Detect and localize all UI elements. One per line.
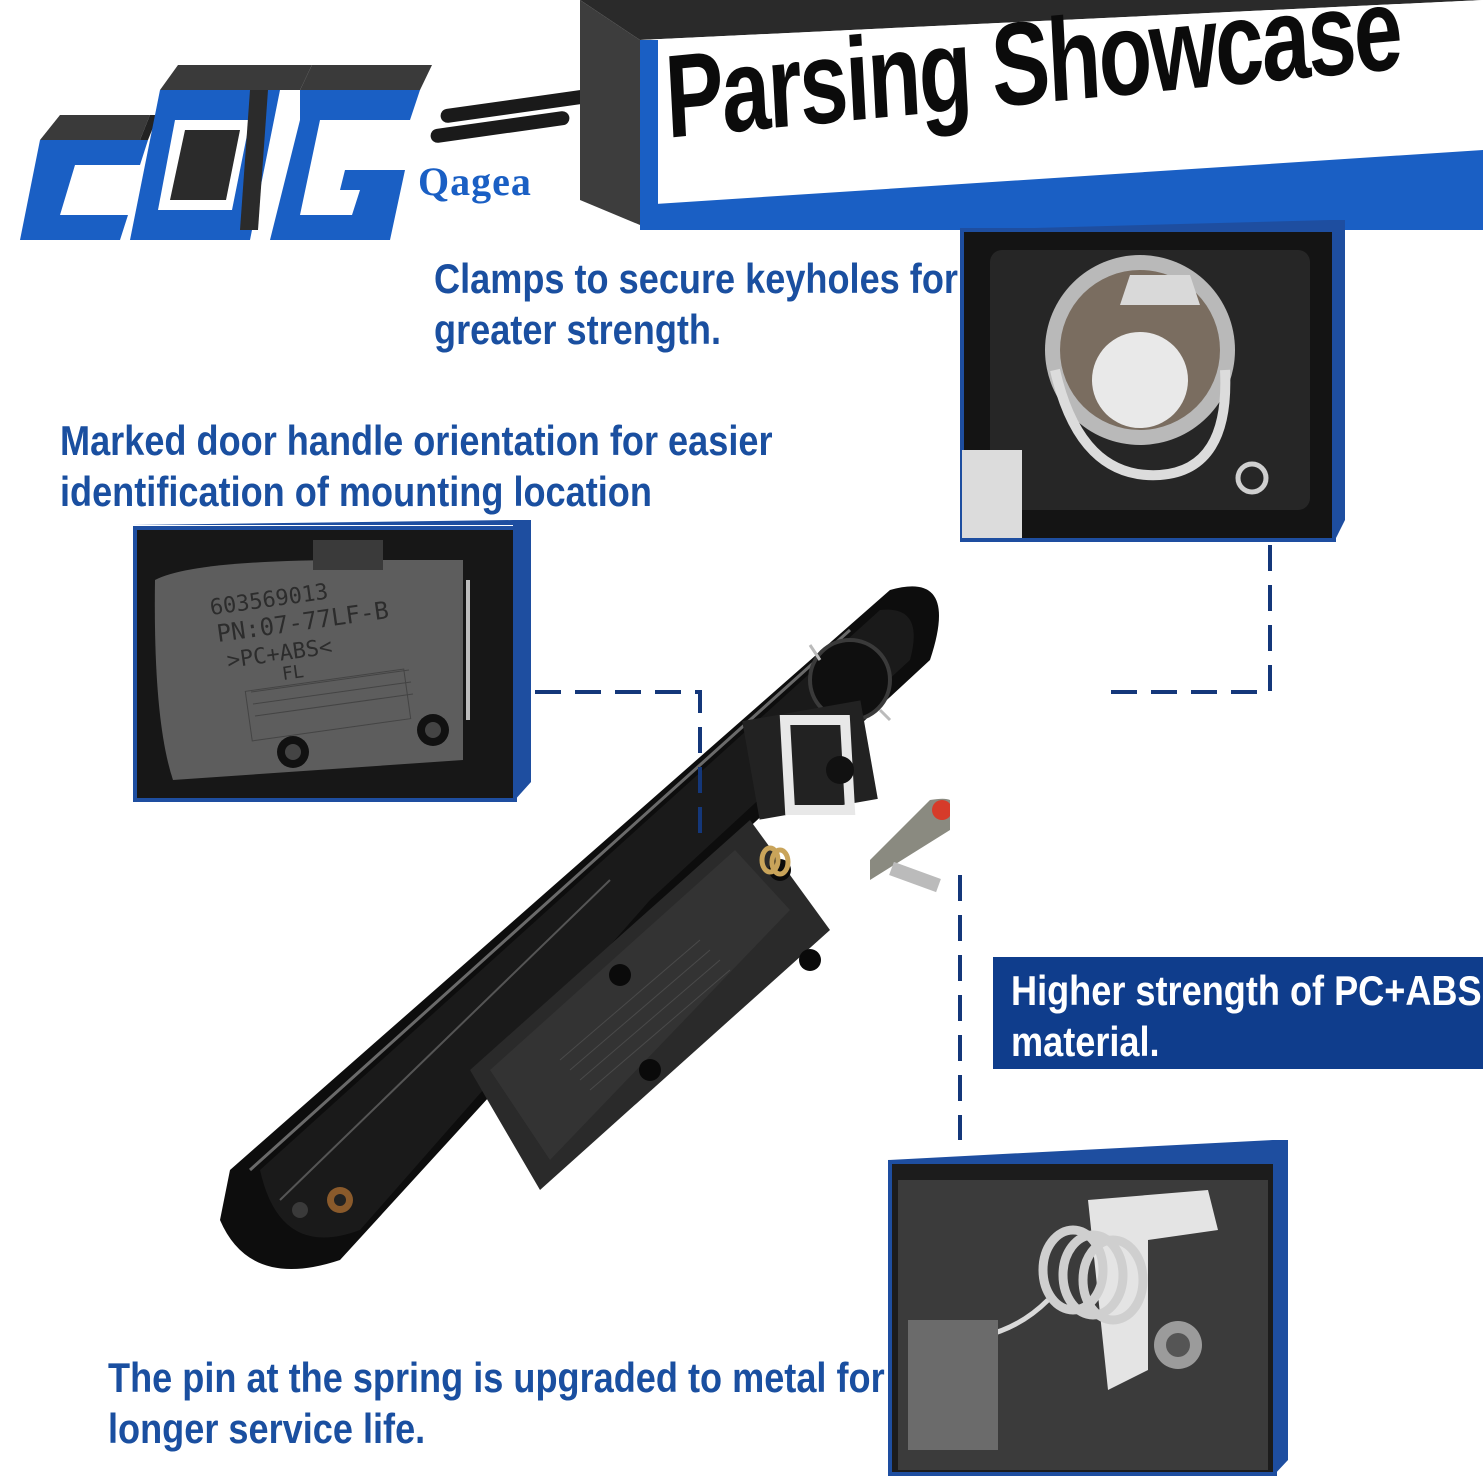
caption-line: longer service life. [108, 1405, 426, 1453]
caption-line: Higher strength of PC+ABS [1011, 967, 1482, 1014]
caption-line: greater strength. [434, 306, 722, 354]
caption-line: Marked door handle orientation for easie… [60, 417, 773, 464]
spring-pin-panel [888, 1140, 1288, 1476]
caption-line: material. [1011, 1018, 1160, 1066]
title-banner [580, 0, 1483, 230]
material-caption: Higher strength of PC+ABS material. [1011, 965, 1482, 1067]
logo-subtitle: Qagea [418, 159, 532, 204]
material-callout-box [993, 957, 1483, 1069]
keyhole-clamp-panel [960, 220, 1350, 542]
spring-pin-photo-icon [888, 1140, 1288, 1476]
marking-line-4: FL [281, 661, 306, 685]
caption-line: The pin at the spring is upgraded to met… [108, 1354, 885, 1401]
keyhole-clamp-photo-icon [960, 220, 1345, 542]
orientation-caption: Marked door handle orientation for easie… [60, 415, 773, 517]
caption-line: Clamps to secure keyholes for [434, 255, 958, 302]
keyhole-clamp-caption: Clamps to secure keyholes for greater st… [434, 253, 958, 355]
caption-line: identification of mounting location [60, 468, 652, 516]
part-marking-panel: 603569013 PN:07-77LF-B >PC+ABS< FL [133, 520, 533, 805]
door-handle-product [190, 570, 953, 1270]
door-handle-photo-icon [220, 586, 953, 1269]
brand-logo: Qagea [0, 30, 610, 250]
spring-pin-caption: The pin at the spring is upgraded to met… [108, 1352, 885, 1454]
logo-mark-icon [20, 65, 598, 240]
